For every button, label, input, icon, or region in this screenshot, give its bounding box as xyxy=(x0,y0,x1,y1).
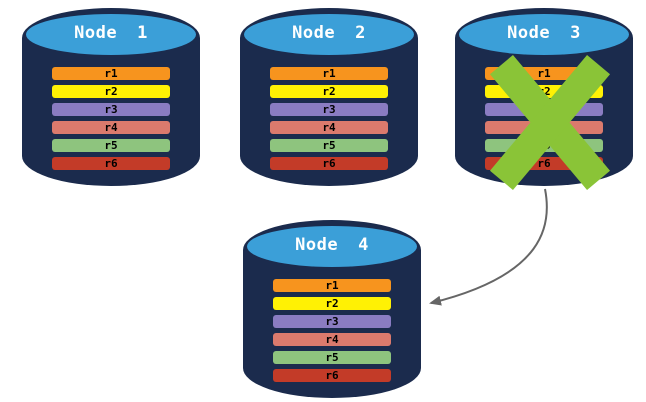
replica-bar-r2: r2 xyxy=(52,85,170,98)
cylinder-top xyxy=(247,226,417,267)
replica-bar-r1: r1 xyxy=(273,279,391,292)
replica-stack: r1 r2 r3 r4 r5 r6 xyxy=(270,67,388,170)
replica-bar-r6: r6 xyxy=(273,369,391,382)
cylinder-top xyxy=(459,14,629,55)
replica-bar-r5: r5 xyxy=(270,139,388,152)
replica-bar-r3: r3 xyxy=(52,103,170,116)
node-label: Node 2 xyxy=(292,23,366,43)
replica-bar-r5: r5 xyxy=(52,139,170,152)
cylinder-top xyxy=(244,14,414,55)
replica-bar-r4: r4 xyxy=(273,333,391,346)
replica-bar-r3: r3 xyxy=(270,103,388,116)
replica-bar-r3: r3 xyxy=(273,315,391,328)
node-4-cylinder: Node 4 r1 r2 r3 r4 r5 r6 xyxy=(243,220,421,398)
replica-bar-r6: r6 xyxy=(52,157,170,170)
failure-x-mark xyxy=(489,55,611,190)
replica-bar-r1: r1 xyxy=(270,67,388,80)
node-label: Node 3 xyxy=(507,23,581,43)
replica-bar-r4: r4 xyxy=(270,121,388,134)
node-2-cylinder: Node 2 r1 r2 r3 r4 r5 r6 xyxy=(240,8,418,186)
replica-stack: r1 r2 r3 r4 r5 r6 xyxy=(52,67,170,170)
replica-bar-r5: r5 xyxy=(273,351,391,364)
replica-bar-r4: r4 xyxy=(52,121,170,134)
replica-bar-r2: r2 xyxy=(273,297,391,310)
replica-bar-r2: r2 xyxy=(270,85,388,98)
node-1-cylinder: Node 1 r1 r2 r3 r4 r5 r6 xyxy=(22,8,200,186)
replica-bar-r6: r6 xyxy=(270,157,388,170)
arrow-path xyxy=(429,188,548,306)
node-label: Node 1 xyxy=(74,23,148,43)
node-label: Node 4 xyxy=(295,235,369,255)
replica-stack: r1 r2 r3 r4 r5 r6 xyxy=(273,279,391,382)
replica-bar-r1: r1 xyxy=(52,67,170,80)
cylinder-top xyxy=(26,14,196,55)
